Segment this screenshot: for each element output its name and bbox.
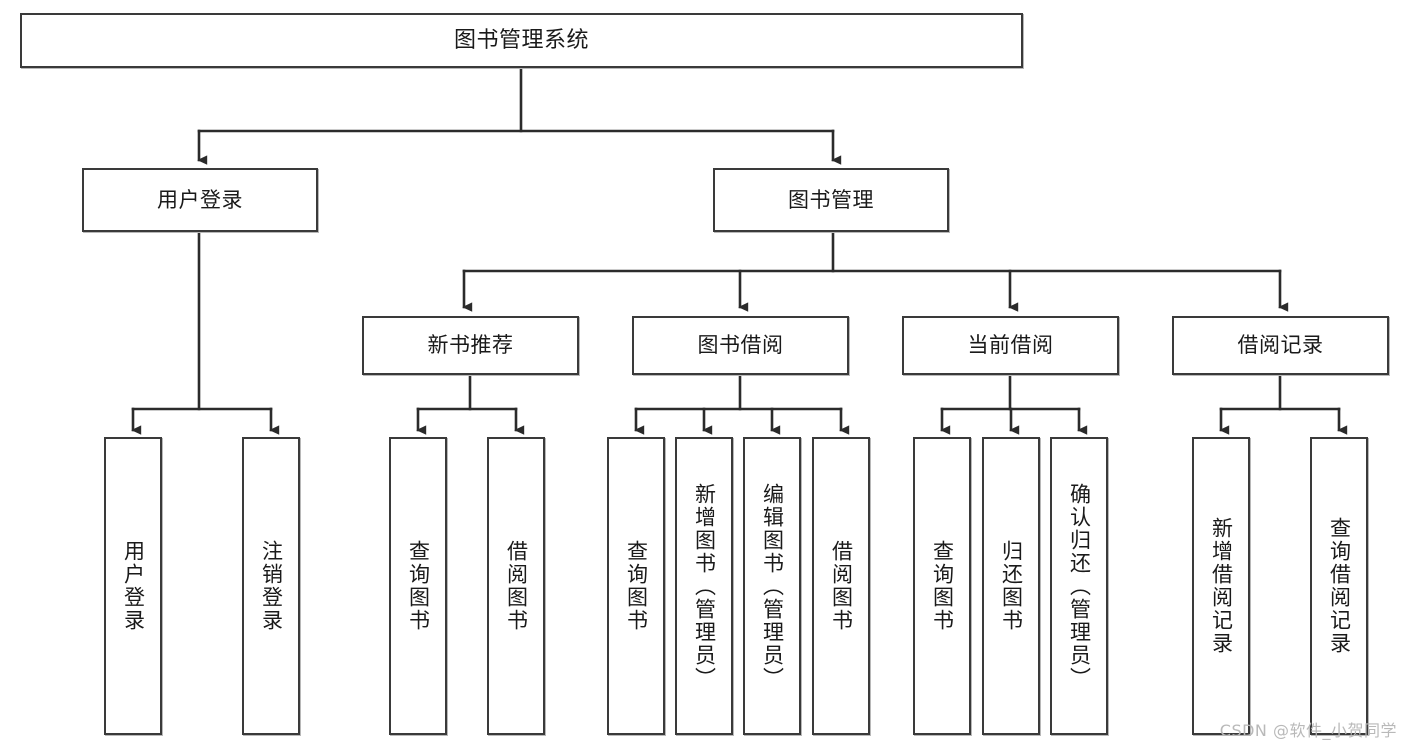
node-label: 查询借阅记录 (1327, 517, 1352, 655)
node-label: 借阅记录 (1237, 333, 1324, 358)
node-label: 图书管理 (788, 187, 874, 212)
node-label: 查询图书 (930, 540, 955, 632)
node-label: 新书推荐 (427, 333, 514, 358)
leaf-book-borrow-add[interactable]: 新增图书（管理员） (675, 437, 733, 735)
node-label: 新增图书（管理员） (692, 482, 717, 690)
leaf-current-borrow-confirm-return[interactable]: 确认归还（管理员） (1050, 437, 1108, 735)
node-label: 用户登录 (157, 187, 243, 212)
leaf-current-borrow-query[interactable]: 查询图书 (913, 437, 971, 735)
leaf-new-book-query[interactable]: 查询图书 (389, 437, 447, 735)
node-label: 查询图书 (624, 540, 649, 632)
node-label: 归还图书 (999, 540, 1024, 632)
node-label: 编辑图书（管理员） (760, 482, 785, 690)
leaf-book-borrow-borrow[interactable]: 借阅图书 (812, 437, 870, 735)
leaf-book-borrow-edit[interactable]: 编辑图书（管理员） (743, 437, 801, 735)
leaf-book-borrow-query[interactable]: 查询图书 (607, 437, 665, 735)
node-user-login[interactable]: 用户登录 (82, 168, 318, 232)
node-label: 查询图书 (406, 540, 431, 632)
leaf-borrow-records-add[interactable]: 新增借阅记录 (1192, 437, 1250, 735)
node-label: 确认归还（管理员） (1067, 482, 1092, 690)
node-label: 用户登录 (121, 540, 146, 632)
node-label: 借阅图书 (829, 540, 854, 632)
csdn-watermark: CSDN @软件_小贺同学 (1219, 721, 1397, 740)
node-label: 图书管理系统 (453, 27, 589, 53)
node-label: 图书借阅 (697, 333, 784, 358)
node-label: 借阅图书 (504, 540, 529, 632)
node-label: 新增借阅记录 (1209, 517, 1234, 655)
leaf-user-login-login[interactable]: 用户登录 (104, 437, 162, 735)
leaf-current-borrow-return[interactable]: 归还图书 (982, 437, 1040, 735)
node-book-management[interactable]: 图书管理 (713, 168, 949, 232)
node-label: 当前借阅 (967, 333, 1054, 358)
node-label: 注销登录 (259, 540, 284, 632)
node-book-borrow[interactable]: 图书借阅 (632, 316, 849, 375)
node-root-system[interactable]: 图书管理系统 (20, 13, 1023, 68)
leaf-borrow-records-query[interactable]: 查询借阅记录 (1310, 437, 1368, 735)
node-new-book-recommend[interactable]: 新书推荐 (362, 316, 579, 375)
leaf-user-login-logout[interactable]: 注销登录 (242, 437, 300, 735)
leaf-new-book-borrow[interactable]: 借阅图书 (487, 437, 545, 735)
node-borrow-records[interactable]: 借阅记录 (1172, 316, 1389, 375)
node-current-borrow[interactable]: 当前借阅 (902, 316, 1119, 375)
